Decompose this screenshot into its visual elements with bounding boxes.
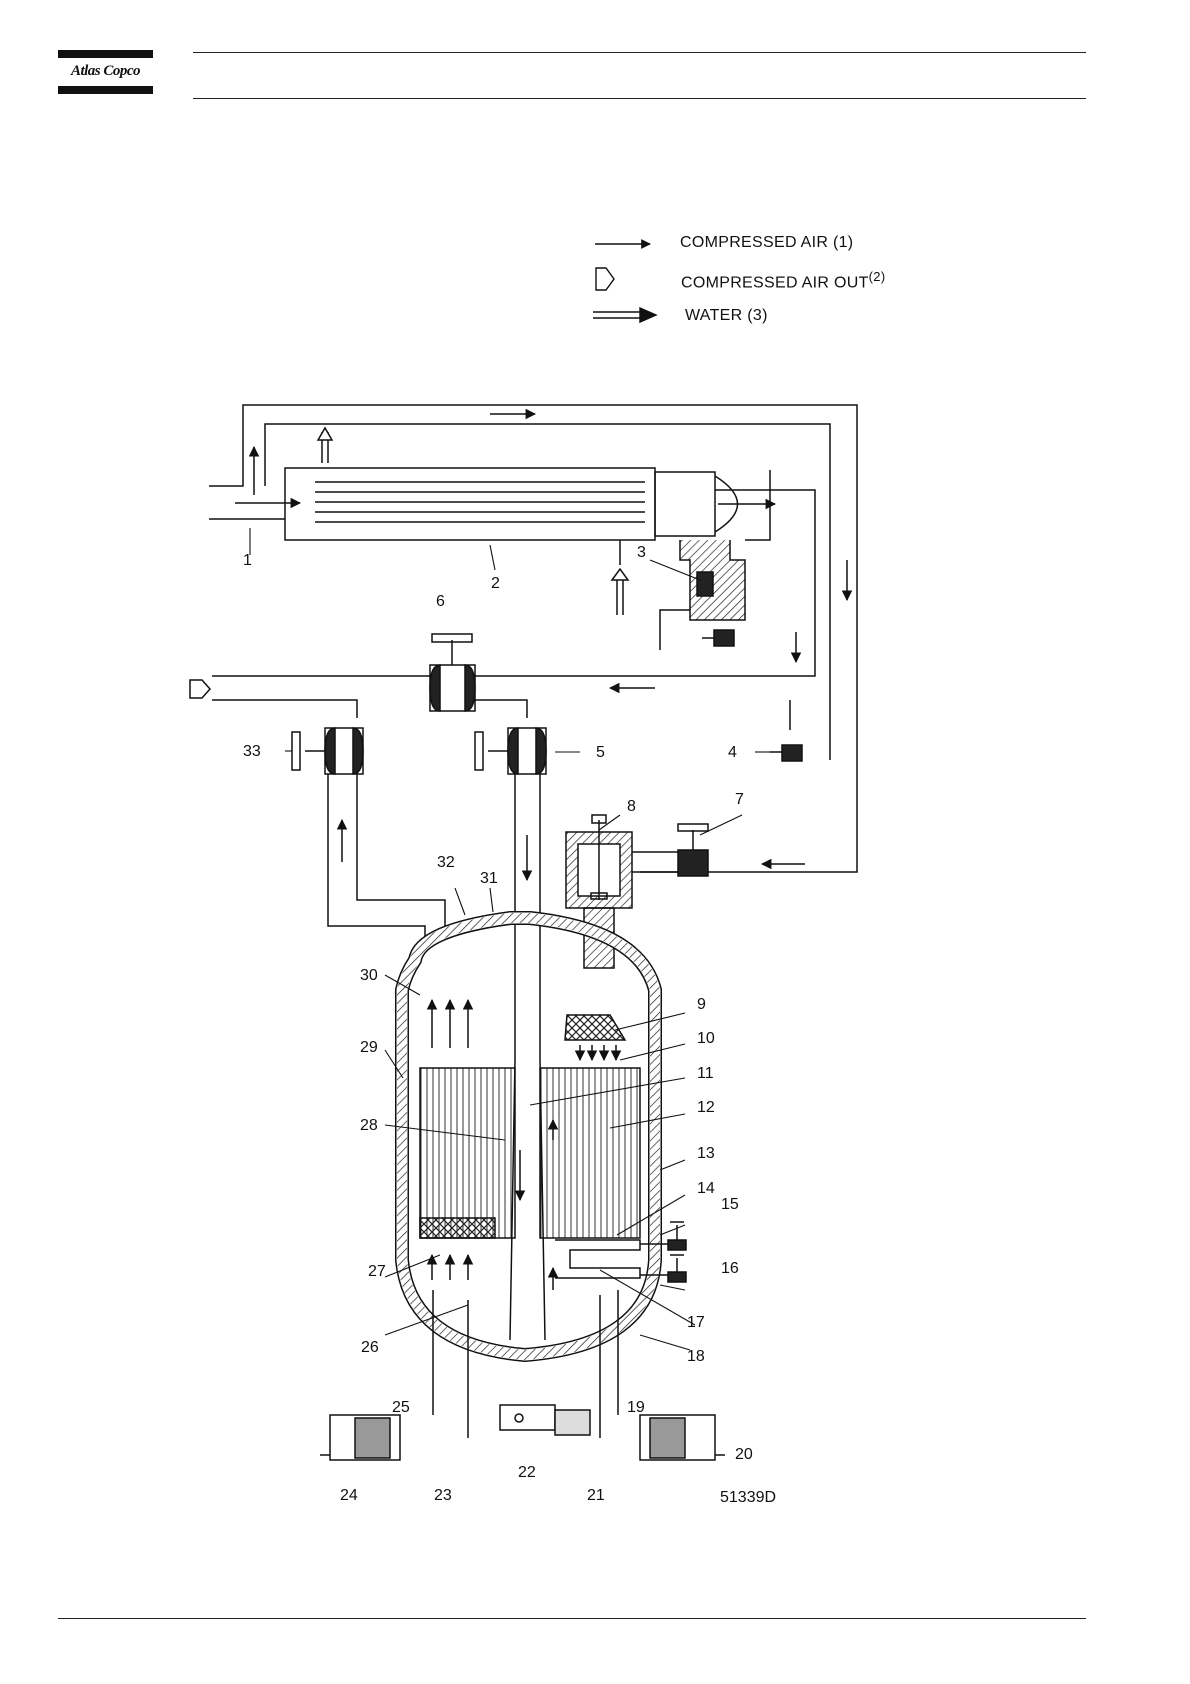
- callout-17: 17: [687, 1314, 705, 1331]
- callout-14: 14: [697, 1180, 715, 1197]
- callout-22: 22: [518, 1464, 536, 1481]
- control-valve-7-8: [566, 815, 708, 968]
- callout-9: 9: [697, 996, 706, 1013]
- callout-31: 31: [480, 870, 498, 887]
- callout-13: 13: [697, 1145, 715, 1162]
- air-out-arrow-icon: [596, 268, 614, 290]
- callout-7: 7: [735, 791, 744, 808]
- callout-20: 20: [735, 1446, 753, 1463]
- callout-24: 24: [340, 1487, 358, 1504]
- drain-valve-24: [320, 1415, 400, 1460]
- callout-28: 28: [360, 1117, 378, 1134]
- callout-16: 16: [721, 1260, 739, 1277]
- top-bypass-pipe: [209, 405, 857, 872]
- callout-33: 33: [243, 743, 261, 760]
- callout-30: 30: [360, 967, 378, 984]
- callout-6: 6: [436, 593, 445, 610]
- drive-unit-22: [500, 1405, 590, 1435]
- callout-10: 10: [697, 1030, 715, 1047]
- legend-symbols: [593, 244, 656, 322]
- callout-27: 27: [368, 1263, 386, 1280]
- outlet-header: [190, 634, 790, 718]
- callout-18: 18: [687, 1348, 705, 1365]
- callout-21: 21: [587, 1487, 605, 1504]
- water-arrow-icon: [593, 308, 656, 322]
- callout-3: 3: [637, 544, 646, 561]
- callout-32: 32: [437, 854, 455, 871]
- vessel: [402, 918, 686, 1438]
- callout-labels: 1 2 3 4 5 6 7 8 9 10 11 12 13 14 15 16 1…: [243, 544, 776, 1506]
- figure-id: 51339D: [720, 1489, 776, 1506]
- callout-11: 11: [697, 1065, 714, 1082]
- callout-15: 15: [721, 1196, 739, 1213]
- callout-23: 23: [434, 1487, 452, 1504]
- valve-5: [475, 728, 546, 774]
- callout-26: 26: [361, 1339, 379, 1356]
- valve-33: [292, 728, 363, 774]
- callout-8: 8: [627, 798, 636, 815]
- callout-5: 5: [596, 744, 605, 761]
- callout-25: 25: [392, 1399, 410, 1416]
- drain-valve-20: [640, 1415, 725, 1460]
- callout-2: 2: [491, 575, 500, 592]
- callout-12: 12: [697, 1099, 715, 1116]
- callout-1: 1: [243, 552, 252, 569]
- callout-4: 4: [728, 744, 737, 761]
- inlet-pipe: [209, 428, 332, 519]
- callout-29: 29: [360, 1039, 378, 1056]
- outlet-drain-4: [770, 700, 802, 761]
- callout-19: 19: [627, 1399, 645, 1416]
